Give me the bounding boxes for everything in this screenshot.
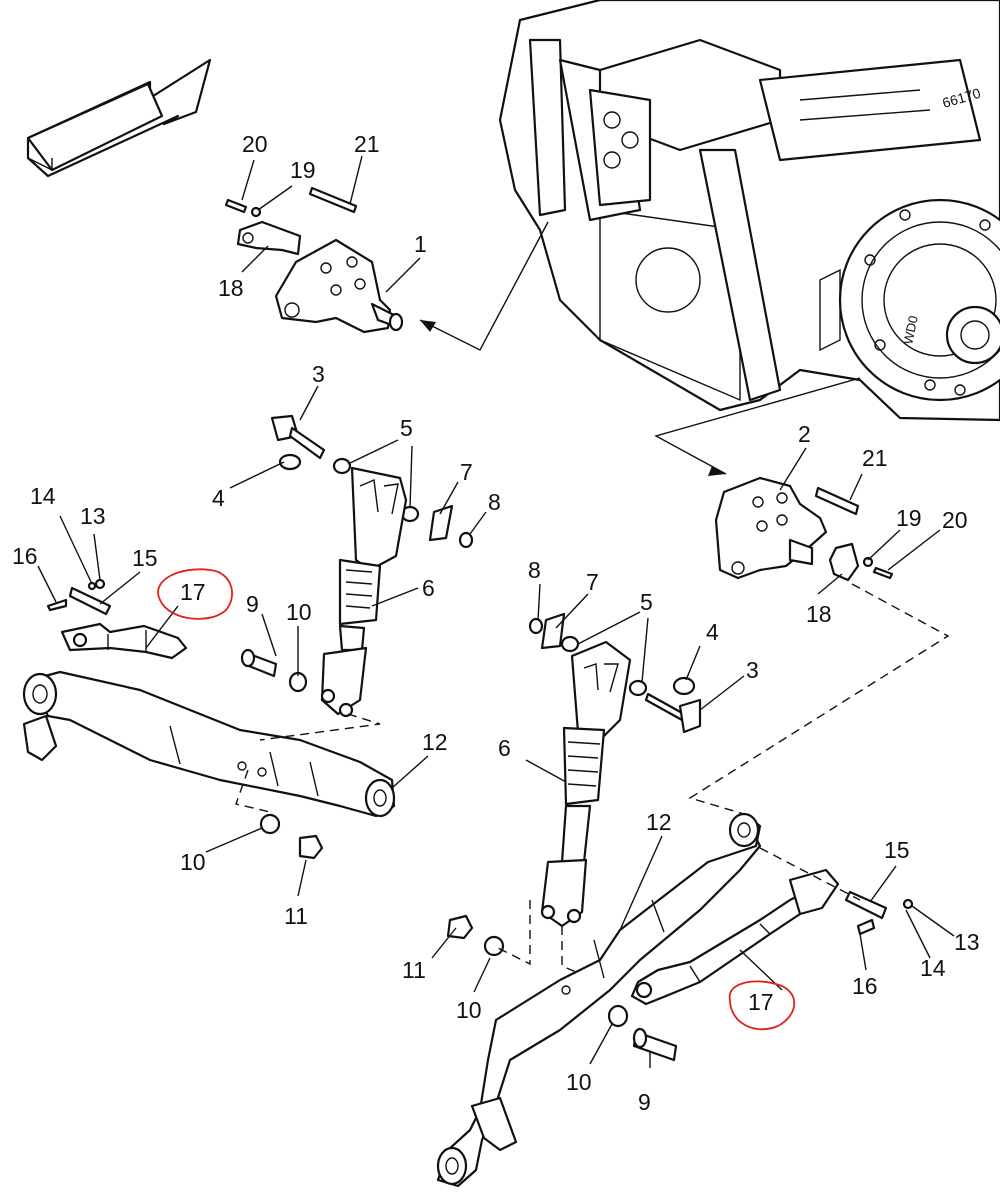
right-top-link — [540, 640, 632, 928]
left-mounting-bracket — [274, 238, 404, 334]
callout-10-upper-left: 10 — [286, 599, 312, 625]
left-lower-link — [22, 670, 396, 818]
left-clip — [278, 453, 302, 471]
callout-11-right: 11 — [402, 957, 426, 983]
callout-14-left: 14 — [30, 483, 56, 509]
callout-16-right: 16 — [852, 973, 878, 999]
callout-19-right: 19 — [896, 505, 922, 531]
callout-8-right: 8 — [528, 557, 541, 583]
right-clip — [672, 676, 696, 696]
callout-6-right: 6 — [498, 735, 511, 761]
callout-14-right: 14 — [920, 955, 946, 981]
callout-1: 1 — [414, 231, 427, 257]
right-link-pin — [632, 1027, 678, 1062]
callout-9-left: 9 — [246, 591, 259, 617]
right-washer — [862, 556, 874, 568]
right-spacer-plate — [540, 612, 566, 650]
left-bolt — [308, 186, 358, 214]
right-retaining-plate — [828, 542, 860, 582]
right-bolt — [814, 486, 860, 516]
callout-17-left: 17 — [180, 579, 206, 605]
right-stabiliser-pin — [844, 890, 888, 920]
callout-13-left: 13 — [80, 503, 106, 529]
highlight-rings — [157, 568, 796, 1031]
callout-5-right: 5 — [640, 589, 653, 615]
callout-5-left: 5 — [400, 415, 413, 441]
callout-17-right: 17 — [748, 989, 774, 1015]
callout-15-left: 15 — [132, 545, 158, 571]
callout-20-left: 20 — [242, 131, 268, 157]
callout-18-left: 18 — [218, 275, 244, 301]
right-stabiliser — [630, 868, 840, 1006]
callout-6-left: 6 — [422, 575, 435, 601]
callout-3-left: 3 — [312, 361, 325, 387]
callout-labels: 1 2 3 3 4 4 5 5 6 6 7 7 8 8 9 9 10 10 10… — [12, 131, 980, 1115]
callout-11-left: 11 — [284, 903, 308, 929]
callout-8-left: 8 — [488, 489, 501, 515]
right-lower-link — [436, 812, 762, 1188]
callout-2: 2 — [798, 421, 811, 447]
right-lower-link-nut — [446, 914, 474, 940]
callout-10-lower-left: 10 — [180, 849, 206, 875]
left-stabiliser-pin — [68, 586, 112, 616]
callout-16-left: 16 — [12, 543, 38, 569]
left-spacer-plate — [428, 504, 454, 542]
right-spacer-washer — [528, 617, 544, 635]
left-screw — [224, 198, 248, 214]
callout-12-left: 12 — [422, 729, 448, 755]
callout-10-lower-right: 10 — [566, 1069, 592, 1095]
left-spacer-washer — [458, 531, 474, 549]
left-retaining-plate — [236, 220, 302, 256]
callout-4-left: 4 — [212, 485, 225, 511]
bracket-location-arrows — [419, 221, 861, 476]
left-stabiliser-screw — [46, 598, 68, 612]
right-link-washer — [607, 1004, 629, 1028]
left-top-link — [320, 466, 408, 718]
front-direction-arrow — [26, 58, 212, 178]
callout-10-center: 10 — [456, 997, 482, 1023]
right-mounting-bracket — [714, 476, 828, 580]
callout-21-left: 21 — [354, 131, 380, 157]
left-lower-link-washer — [259, 813, 281, 835]
callout-3-right: 3 — [746, 657, 759, 683]
assembly-dashed-lines — [235, 583, 950, 973]
callout-13-right: 13 — [954, 929, 980, 955]
right-screw — [872, 566, 894, 580]
callout-19-left: 19 — [290, 157, 316, 183]
callout-9-right: 9 — [638, 1089, 651, 1115]
right-pin-plate — [644, 692, 702, 734]
left-lower-link-nut — [298, 834, 324, 860]
right-stabiliser-screw — [856, 918, 876, 936]
left-stabiliser-nut — [94, 578, 106, 590]
callout-7-left: 7 — [460, 459, 473, 485]
callout-4-right: 4 — [706, 619, 719, 645]
rear-axle-housing: 66170 WD0 — [498, 0, 1000, 422]
right-bush-pair — [560, 635, 648, 697]
callout-12-right: 12 — [646, 809, 672, 835]
callout-7-right: 7 — [586, 569, 599, 595]
callout-20-right: 20 — [942, 507, 968, 533]
left-pin-plate — [270, 414, 326, 460]
right-lower-link-washer — [483, 935, 505, 957]
right-stabiliser-nut — [902, 898, 914, 910]
left-link-pin — [240, 648, 278, 678]
callout-18-right: 18 — [806, 601, 832, 627]
callout-15-right: 15 — [884, 837, 910, 863]
left-stabiliser — [60, 622, 188, 660]
callout-21-right: 21 — [862, 445, 888, 471]
hub-stamp-text: WD0 — [900, 314, 921, 345]
